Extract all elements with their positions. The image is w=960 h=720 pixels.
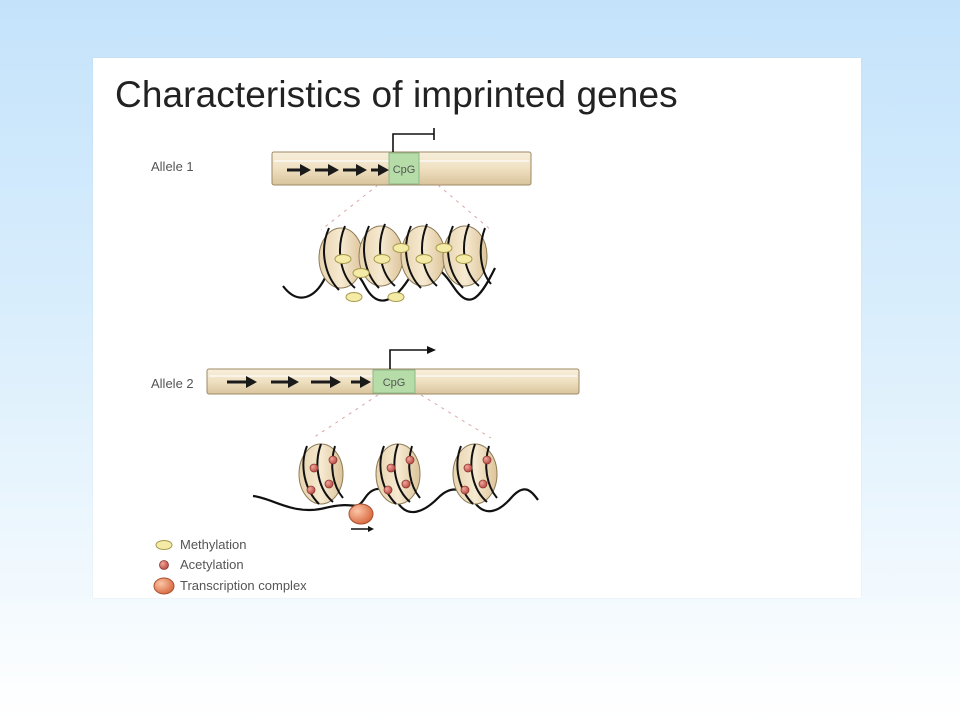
legend-label: Acetylation bbox=[180, 557, 244, 572]
legend-label: Transcription complex bbox=[180, 578, 307, 593]
acetylation-marks bbox=[306, 455, 492, 495]
methylation-swatch-icon bbox=[155, 540, 173, 550]
transcription-complex bbox=[348, 503, 374, 525]
allele1-cpg-box bbox=[388, 152, 420, 185]
allele1-arrows bbox=[287, 164, 389, 176]
acetylation-swatch-icon bbox=[159, 560, 169, 570]
allele2-cpg-label: CpG bbox=[383, 377, 406, 389]
methylation-marks bbox=[334, 243, 473, 302]
allele2-nucleosome bbox=[375, 443, 421, 505]
allele2-label: Allele 2 bbox=[151, 376, 194, 391]
allele2-nucleosome bbox=[298, 443, 344, 505]
slide: Characteristics of imprinted genes bbox=[93, 58, 861, 598]
allele2-active-promoter-arrow-icon bbox=[389, 349, 428, 369]
allele1-label: Allele 1 bbox=[151, 159, 194, 174]
legend-item-transcription-complex: Transcription complex bbox=[153, 577, 307, 595]
allele1-cpg-label: CpG bbox=[393, 164, 416, 176]
legend: Methylation Acetylation Transcription co… bbox=[153, 537, 307, 595]
legend-item-methylation: Methylation bbox=[155, 537, 246, 552]
allele1-nucleosome-array bbox=[282, 223, 496, 302]
legend-label: Methylation bbox=[180, 537, 246, 552]
allele2-nucleosome bbox=[452, 443, 498, 505]
imprinting-diagram: Allele 1 CpG bbox=[151, 128, 580, 595]
allele2-cpg-box bbox=[372, 369, 416, 394]
legend-item-acetylation: Acetylation bbox=[159, 557, 244, 572]
allele2-nucleosome-array bbox=[252, 443, 539, 532]
slide-title: Characteristics of imprinted genes bbox=[115, 74, 678, 115]
allele2-arrows bbox=[227, 376, 371, 388]
allele1-blocked-promoter-icon bbox=[392, 133, 434, 152]
transcription-complex-swatch-icon bbox=[153, 577, 175, 595]
transcription-direction-arrow-icon bbox=[368, 526, 374, 532]
